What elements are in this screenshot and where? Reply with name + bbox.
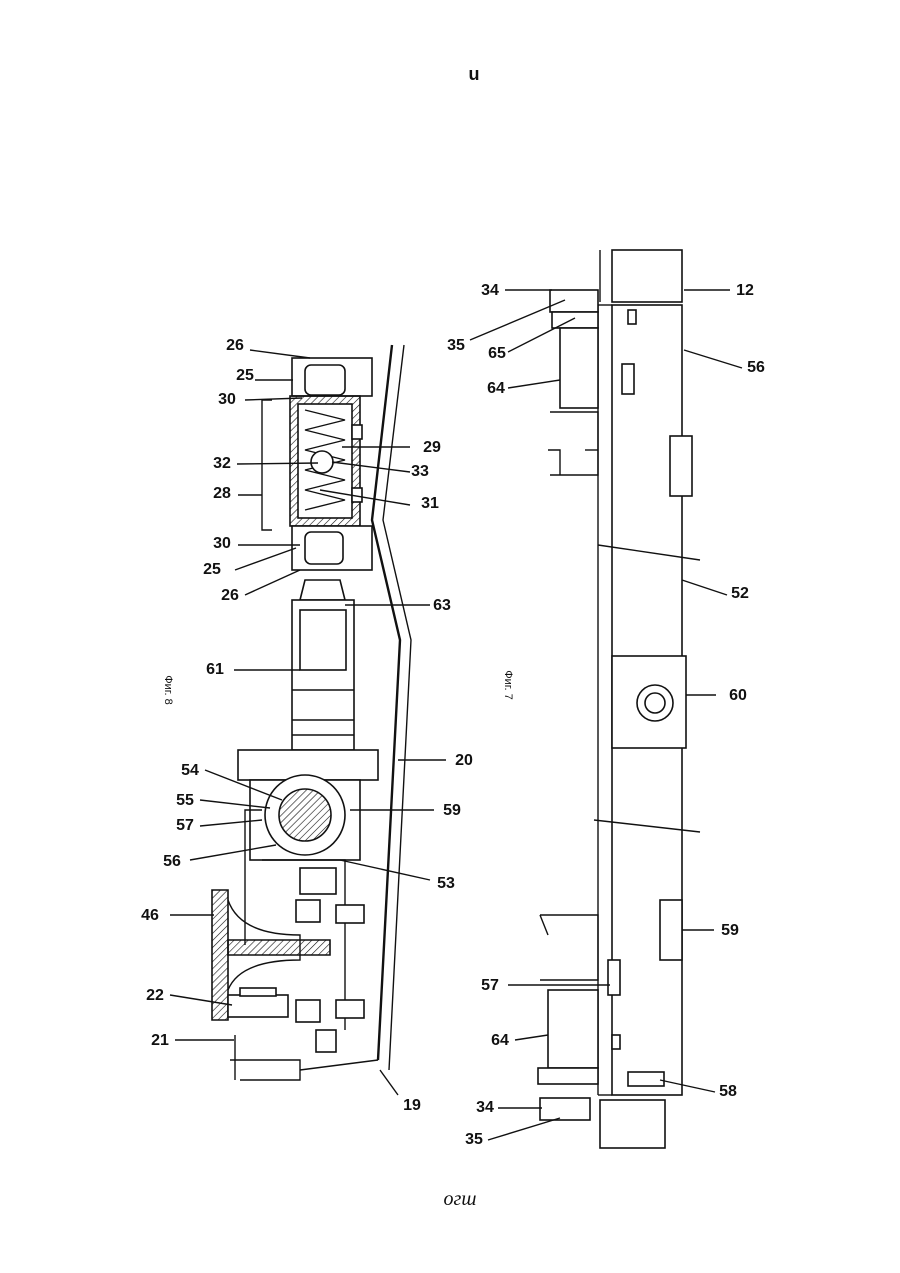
label-33: 33	[411, 463, 429, 480]
label-59: 59	[721, 922, 739, 939]
label-64: 64	[487, 380, 505, 397]
label-19: 19	[403, 1097, 421, 1114]
part-22	[228, 995, 288, 1017]
figure-8	[212, 345, 411, 1080]
label-30: 30	[218, 391, 236, 408]
label-26: 26	[221, 587, 239, 604]
plunger-63	[300, 580, 345, 600]
page-mark: u	[469, 64, 480, 84]
motor-64-top	[560, 328, 598, 408]
label-57: 57	[176, 817, 194, 834]
fig7-labels: 34 35 65 64 12 56 52 60 59 57 64 58 34 3…	[447, 282, 765, 1148]
label-59: 59	[443, 802, 461, 819]
label-58: 58	[719, 1083, 737, 1100]
label-55: 55	[176, 792, 194, 809]
label-35: 35	[465, 1131, 483, 1148]
label-61: 61	[206, 661, 224, 678]
motor-64-bottom	[548, 990, 598, 1068]
label-26: 26	[226, 337, 244, 354]
label-29: 29	[423, 439, 441, 456]
rail-20	[372, 345, 400, 1060]
label-21: 21	[151, 1032, 169, 1049]
label-53: 53	[437, 875, 455, 892]
shaft-54	[279, 789, 331, 841]
block-12	[612, 250, 682, 302]
ball-33	[311, 451, 333, 473]
figure-7	[538, 250, 700, 1148]
label-12: 12	[736, 282, 754, 299]
footer-text: огш	[444, 1188, 477, 1210]
label-52: 52	[731, 585, 749, 602]
label-56: 56	[163, 853, 181, 870]
label-35: 35	[447, 337, 465, 354]
label-32: 32	[213, 455, 231, 472]
label-34: 34	[481, 282, 499, 299]
label-28: 28	[213, 485, 231, 502]
label-57: 57	[481, 977, 499, 994]
label-65: 65	[488, 345, 506, 362]
beam-46	[212, 890, 228, 1020]
label-63: 63	[433, 597, 451, 614]
label-60: 60	[729, 687, 747, 704]
fig7-leaders	[470, 290, 742, 1140]
label-64: 64	[491, 1032, 509, 1049]
label-25: 25	[203, 561, 221, 578]
label-54: 54	[181, 762, 199, 779]
figure-7-caption: Фиг. 7	[502, 670, 514, 699]
label-56: 56	[747, 359, 765, 376]
label-22: 22	[146, 987, 164, 1004]
label-34: 34	[476, 1099, 494, 1116]
label-31: 31	[421, 495, 439, 512]
figure-8-caption: Фиг. 8	[162, 675, 174, 704]
label-25: 25	[236, 367, 254, 384]
label-30: 30	[213, 535, 231, 552]
label-46: 46	[141, 907, 159, 924]
label-20: 20	[455, 752, 473, 769]
